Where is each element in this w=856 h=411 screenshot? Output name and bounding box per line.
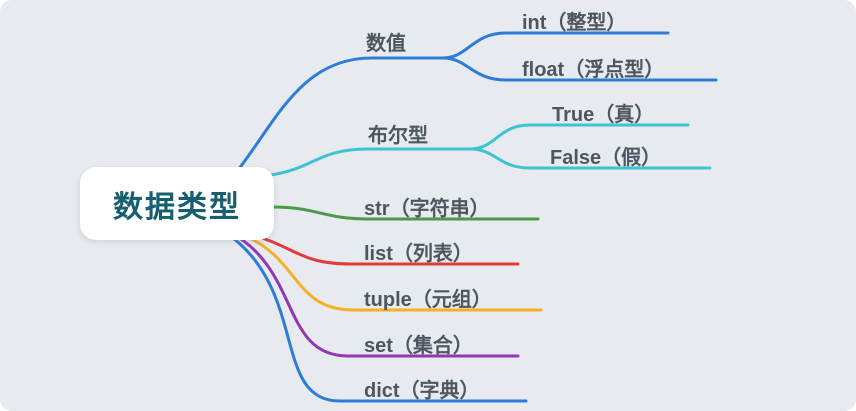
branch-label-boolean[interactable]: 布尔型 xyxy=(368,125,428,147)
root-node-label: 数据类型 xyxy=(113,190,241,224)
branch-label-tuple[interactable]: tuple（元组） xyxy=(364,289,492,311)
branch-label-int[interactable]: int（整型） xyxy=(522,12,627,34)
branch-label-true[interactable]: True（真） xyxy=(552,104,655,126)
branch-line-set xyxy=(231,232,520,358)
branch-line-false xyxy=(468,147,712,170)
branch-line-float xyxy=(441,56,718,82)
branch-line-int xyxy=(441,31,670,60)
branch-label-set[interactable]: set（集合） xyxy=(364,335,473,357)
branch-line-numeric xyxy=(236,56,445,172)
branch-label-float[interactable]: float（浮点型） xyxy=(522,59,665,81)
branch-line-true xyxy=(468,123,690,151)
branch-line-dict xyxy=(227,233,528,403)
branch-line-str xyxy=(270,205,540,221)
root-node[interactable]: 数据类型 xyxy=(80,167,274,240)
branch-line-tuple xyxy=(237,231,543,312)
branch-label-numeric[interactable]: 数值 xyxy=(366,33,406,55)
branch-label-dict[interactable]: dict（字典） xyxy=(364,380,480,402)
branch-label-false[interactable]: False（假） xyxy=(550,147,662,169)
branch-label-str[interactable]: str（字符串） xyxy=(364,198,490,220)
branch-line-boolean xyxy=(269,147,472,177)
branch-label-list[interactable]: list（列表） xyxy=(364,243,473,265)
